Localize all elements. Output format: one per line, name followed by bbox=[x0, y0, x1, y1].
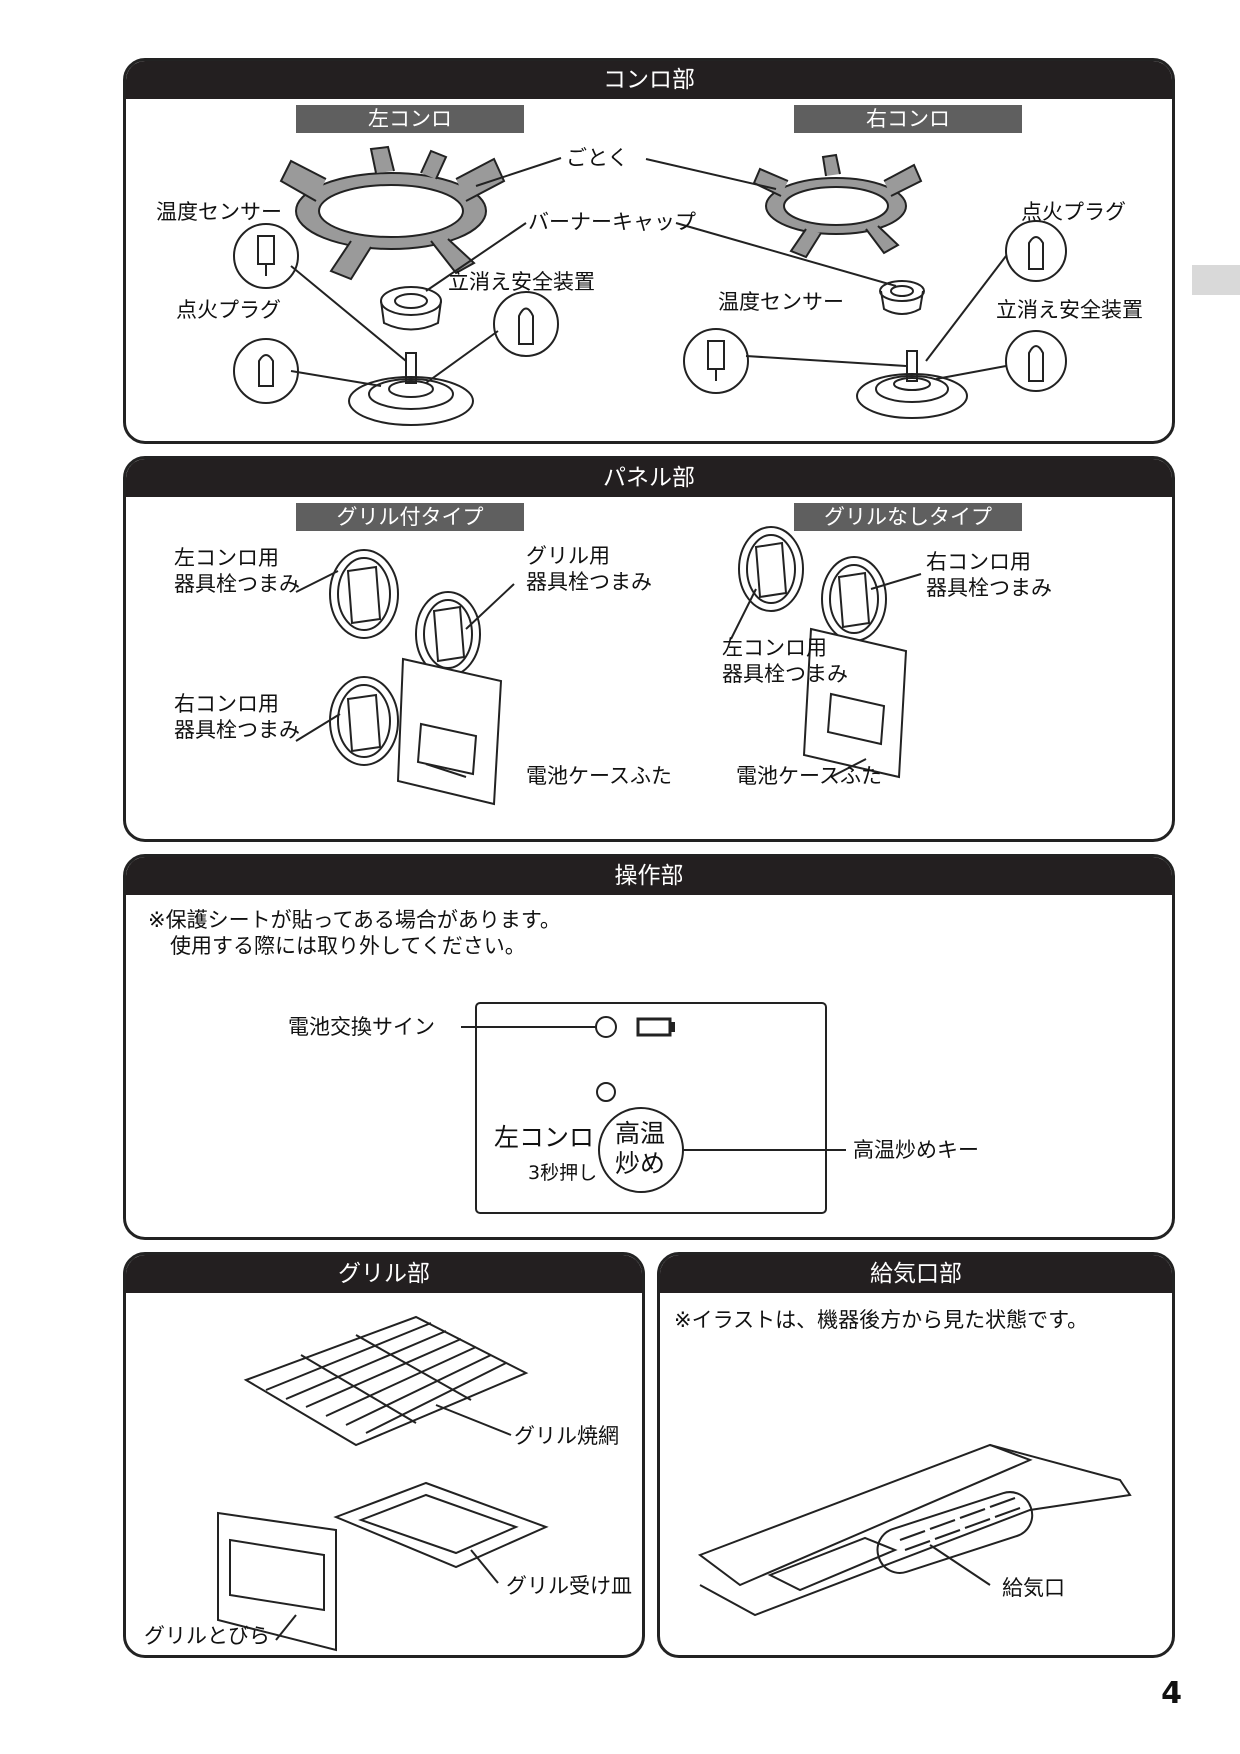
burner-cap-label: バーナーキャップ bbox=[528, 210, 696, 234]
battery-icon bbox=[636, 1017, 675, 1037]
no-grill-battery-cover bbox=[802, 627, 908, 779]
grill-type-knob-left bbox=[329, 549, 399, 639]
grill-illustration bbox=[217, 1315, 549, 1652]
grill-type-knob-right bbox=[329, 676, 399, 766]
grill-type-header: グリル付タイプ bbox=[296, 503, 524, 531]
panel-title: パネル部 bbox=[126, 459, 1172, 497]
battery-sign-lamp bbox=[595, 1016, 617, 1038]
battery-sign-label: 電池交換サイン bbox=[288, 1015, 435, 1039]
gotoku-label: ごとく bbox=[566, 146, 629, 170]
no-grill-knob-right bbox=[821, 556, 887, 642]
panel-illustration bbox=[295, 526, 922, 806]
left-burner-base bbox=[348, 352, 474, 426]
battery-cover-label: 電池ケースふた bbox=[526, 764, 672, 788]
press-3s-text: 3秒押し bbox=[528, 1162, 598, 1184]
right-ignition-plug-label: 点火プラグ bbox=[1021, 200, 1126, 224]
left-flame-failure-label: 立消え安全装置 bbox=[448, 270, 595, 294]
left-ignition-plug-label: 点火プラグ bbox=[176, 298, 281, 322]
right-burner-cap bbox=[879, 280, 925, 315]
grill-knob-label-2: 器具栓つまみ bbox=[526, 570, 652, 594]
konro-illustration bbox=[233, 145, 1067, 426]
right-konro-header: 右コンロ bbox=[794, 105, 1022, 133]
intake-title: 給気口部 bbox=[660, 1255, 1172, 1293]
key-text-2: 炒め bbox=[615, 1149, 666, 1178]
right-gotoku bbox=[752, 153, 923, 259]
grill-net-label: グリル焼網 bbox=[514, 1424, 619, 1448]
page-number: 4 bbox=[1161, 1676, 1182, 1711]
right-temp-sensor-zoom bbox=[683, 328, 749, 394]
high-temp-key-label: 高温炒めキー bbox=[853, 1138, 979, 1162]
right-flame-failure-zoom bbox=[1005, 330, 1067, 392]
ng-battery-cover-label: 電池ケースふた bbox=[736, 764, 882, 788]
left-gotoku bbox=[279, 145, 506, 281]
sousa-section: 操作部 ※保護シートが貼ってある場合があります。 使用する際には取り外してくださ… bbox=[123, 854, 1175, 1240]
right-temp-sensor-label: 温度センサー bbox=[718, 290, 844, 314]
left-temp-sensor-label: 温度センサー bbox=[156, 200, 282, 224]
grill-section: グリル部 グリル焼網 グリル受け皿 グリルとびら bbox=[123, 1252, 645, 1658]
ng-left-knob-label-2: 器具栓つまみ bbox=[722, 662, 848, 686]
intake-section: 給気口部 ※イラストは、機器後方から見た状態です。 給気口 bbox=[657, 1252, 1175, 1658]
protection-note-2: 使用する際には取り外してください。 bbox=[170, 934, 526, 958]
right-knob-label-1: 右コンロ用 bbox=[174, 692, 279, 716]
no-grill-knob-left bbox=[738, 526, 804, 612]
protection-note-1: ※保護シートが貼ってある場合があります。 bbox=[148, 908, 561, 932]
control-panel-plate bbox=[475, 1002, 827, 1214]
ng-left-knob-label-1: 左コンロ用 bbox=[722, 636, 827, 660]
sousa-title: 操作部 bbox=[126, 857, 1172, 895]
left-flame-failure-zoom bbox=[493, 291, 559, 357]
section-tab bbox=[1192, 265, 1240, 295]
intake-port-label: 給気口 bbox=[1002, 1576, 1065, 1600]
grill-knob-label-1: グリル用 bbox=[526, 544, 610, 568]
left-konro-text: 左コンロ bbox=[494, 1123, 595, 1152]
left-knob-label-1: 左コンロ用 bbox=[174, 546, 279, 570]
konro-title: コンロ部 bbox=[126, 61, 1172, 99]
control-illustration bbox=[461, 1002, 846, 1214]
left-konro-lamp bbox=[596, 1082, 616, 1102]
grill-door-label: グリルとびら bbox=[144, 1624, 270, 1648]
grill-type-battery-cover bbox=[396, 657, 503, 806]
ng-right-knob-label-2: 器具栓つまみ bbox=[926, 576, 1052, 600]
intake-illustration bbox=[697, 1443, 1132, 1617]
left-burner-cap bbox=[380, 286, 442, 331]
ng-right-knob-label-1: 右コンロ用 bbox=[926, 550, 1031, 574]
grill-tray-label: グリル受け皿 bbox=[506, 1574, 632, 1598]
panel-section: パネル部 グリル付タイプ グリルなしタイプ bbox=[123, 456, 1175, 842]
right-burner-base bbox=[856, 350, 968, 419]
key-text-1: 高温 bbox=[615, 1119, 666, 1148]
no-grill-type-header: グリルなしタイプ bbox=[794, 503, 1022, 531]
left-knob-label-2: 器具栓つまみ bbox=[174, 572, 300, 596]
intake-vents bbox=[876, 1491, 1034, 1574]
grill-net bbox=[243, 1315, 529, 1447]
intake-note: ※イラストは、機器後方から見た状態です。 bbox=[674, 1308, 1089, 1332]
right-flame-failure-label: 立消え安全装置 bbox=[996, 298, 1143, 322]
konro-section: コンロ部 左コンロ 右コンロ bbox=[123, 58, 1175, 444]
right-ignition-plug-zoom bbox=[1005, 220, 1067, 282]
grill-tray bbox=[333, 1481, 549, 1569]
right-knob-label-2: 器具栓つまみ bbox=[174, 718, 300, 742]
grill-door bbox=[217, 1511, 337, 1652]
grill-title: グリル部 bbox=[126, 1255, 642, 1293]
left-ignition-plug-zoom bbox=[233, 338, 299, 404]
left-konro-header: 左コンロ bbox=[296, 105, 524, 133]
left-temp-sensor-zoom bbox=[233, 223, 299, 289]
